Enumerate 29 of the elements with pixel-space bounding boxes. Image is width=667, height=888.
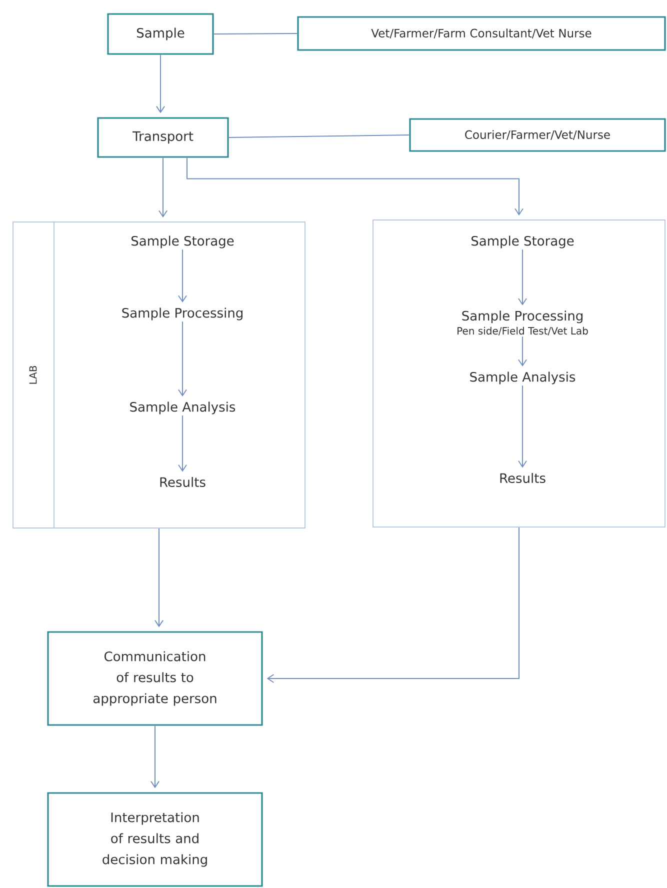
- arrow: [156, 54, 165, 114]
- step-label: Sample Storage: [132, 236, 234, 248]
- step-label: Sample Processing: [122, 308, 242, 320]
- arrow: [158, 157, 168, 218]
- arrow: [186, 157, 524, 216]
- process-panel: [372, 220, 666, 528]
- arrow: [518, 336, 527, 367]
- arrow: [178, 249, 187, 303]
- process-box: Sample: [107, 13, 214, 55]
- step-label: Results: [160, 476, 206, 488]
- process-box: Transport: [97, 117, 229, 158]
- role-box: Courier/Farmer/Vet/Nurse: [409, 118, 666, 152]
- process-box: Communication of results to appropriate person: [47, 631, 263, 726]
- step-label: Sample Analysis: [470, 372, 576, 384]
- connector-line: [228, 134, 410, 138]
- arrow: [518, 385, 527, 468]
- arrow: [178, 415, 187, 472]
- role-box: Vet/Farmer/Farm Consultant/Vet Nurse: [297, 16, 666, 51]
- connector-line: [213, 33, 298, 34]
- arrow: [266, 527, 520, 683]
- arrow: [178, 321, 187, 397]
- step-label: Sample Analysis: [130, 402, 236, 414]
- arrow: [518, 249, 527, 306]
- step-label: Results: [500, 472, 546, 484]
- step-label: Sample Storage: [472, 236, 574, 248]
- process-box: Interpretation of results and decision making: [47, 792, 263, 887]
- arrow: [150, 725, 160, 788]
- step-label: Sample Processing Pen side/Field Test/Vet Lab: [458, 310, 588, 336]
- arrow: [154, 528, 164, 628]
